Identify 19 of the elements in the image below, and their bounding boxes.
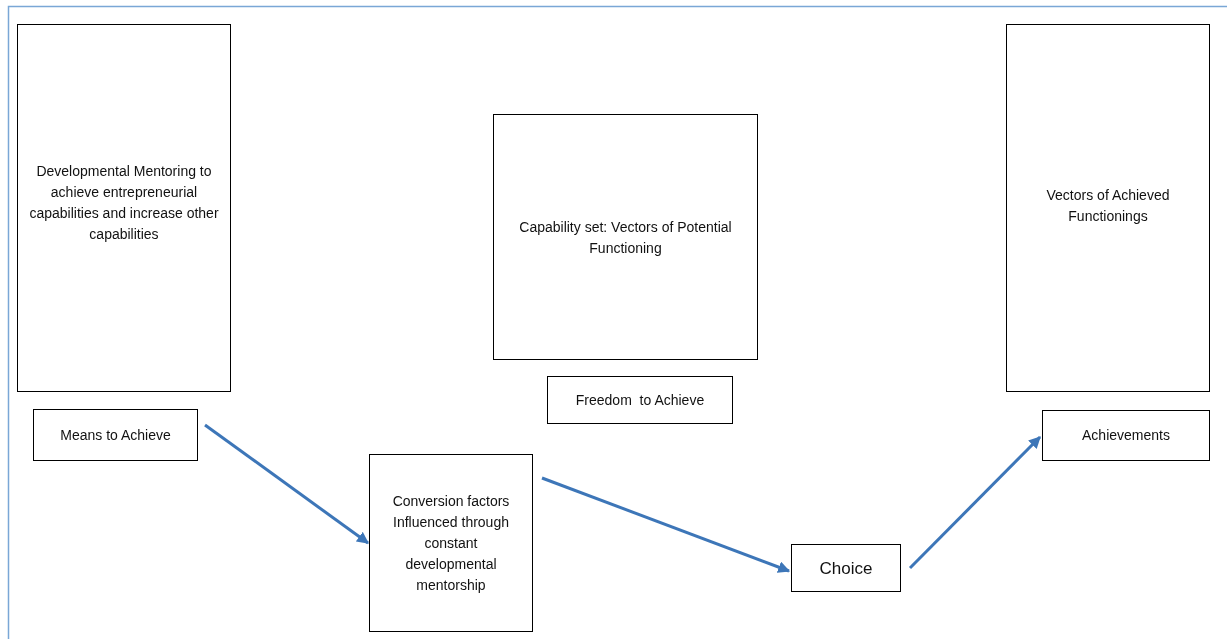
label-box <box>547 376 733 424</box>
label-box <box>1042 410 1210 461</box>
text-box <box>17 24 231 392</box>
node-text: Capability set: Vectors of Potential Functioning <box>518 218 733 258</box>
node-text: Vectors of Achieved Functionings <box>1045 186 1171 226</box>
label-box <box>791 544 901 592</box>
arrow <box>908 435 1042 570</box>
node-text: Freedom to Achieve <box>575 390 705 410</box>
node-text: Developmental Mentoring to achieve entrepreneurial capabilities and increase other capabilities <box>28 162 220 244</box>
node-text: Choice <box>819 557 873 579</box>
arrow <box>204 423 369 545</box>
label-box <box>33 409 198 461</box>
text-box <box>369 454 533 632</box>
text-box <box>493 114 758 360</box>
text-box <box>1006 24 1210 392</box>
node-text: Achievements <box>1082 426 1170 445</box>
node-text: Means to Achieve <box>60 425 171 445</box>
node-text: Conversion factors Influenced through constant developmental mentorship <box>391 492 511 595</box>
arrow <box>541 476 791 573</box>
